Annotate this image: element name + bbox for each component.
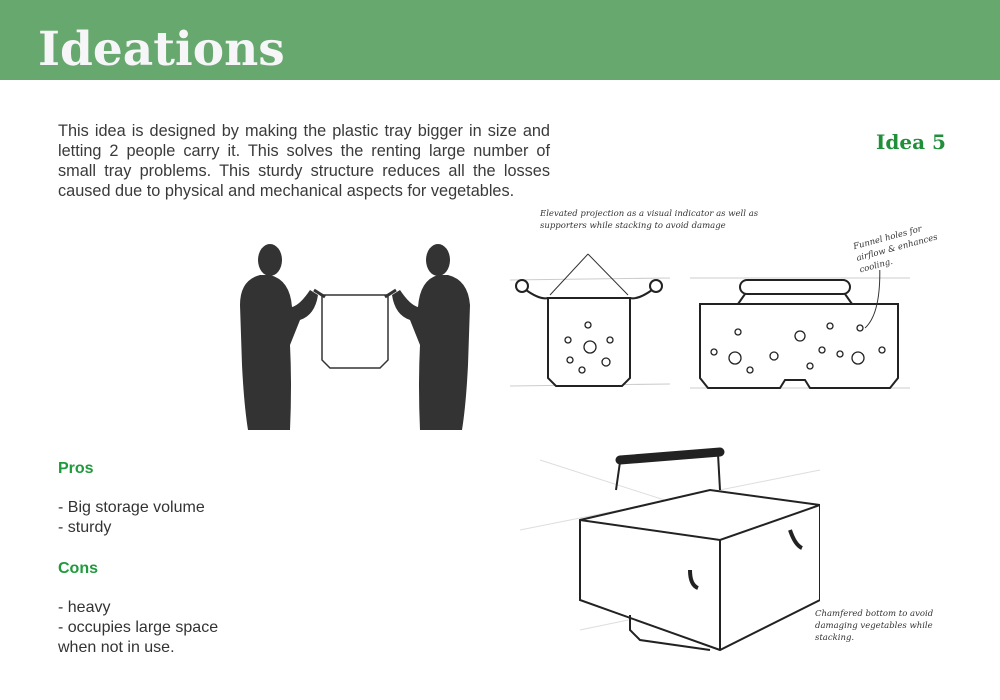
cons-item: when not in use.	[58, 639, 175, 656]
idea-description: This idea is designed by making the plas…	[58, 122, 550, 200]
tray-perspective-sketch	[520, 447, 820, 652]
people-carrying-tray-illustration	[240, 244, 470, 430]
pros-heading: Pros	[58, 460, 94, 477]
pros-item: - sturdy	[58, 519, 112, 536]
cons-item: - occupies large space	[58, 619, 219, 636]
header-bar: Ideations	[0, 0, 1000, 80]
annotation-funnel-holes: Funnel holes for airflow & enhances cool…	[852, 224, 939, 276]
annotation-elevated-projection: Elevated projection as a visual indicato…	[540, 209, 759, 231]
annotation-chamfered-bottom: Chamfered bottom to avoid damaging veget…	[815, 609, 934, 643]
cons-heading: Cons	[58, 560, 98, 577]
idea-label: Idea 5	[876, 130, 946, 154]
cons-item: - heavy	[58, 599, 111, 616]
tray-side-view-sketch	[690, 270, 910, 389]
page-title: Ideations	[38, 22, 285, 77]
pros-item: - Big storage volume	[58, 499, 205, 516]
tray-front-view-sketch	[510, 253, 670, 387]
